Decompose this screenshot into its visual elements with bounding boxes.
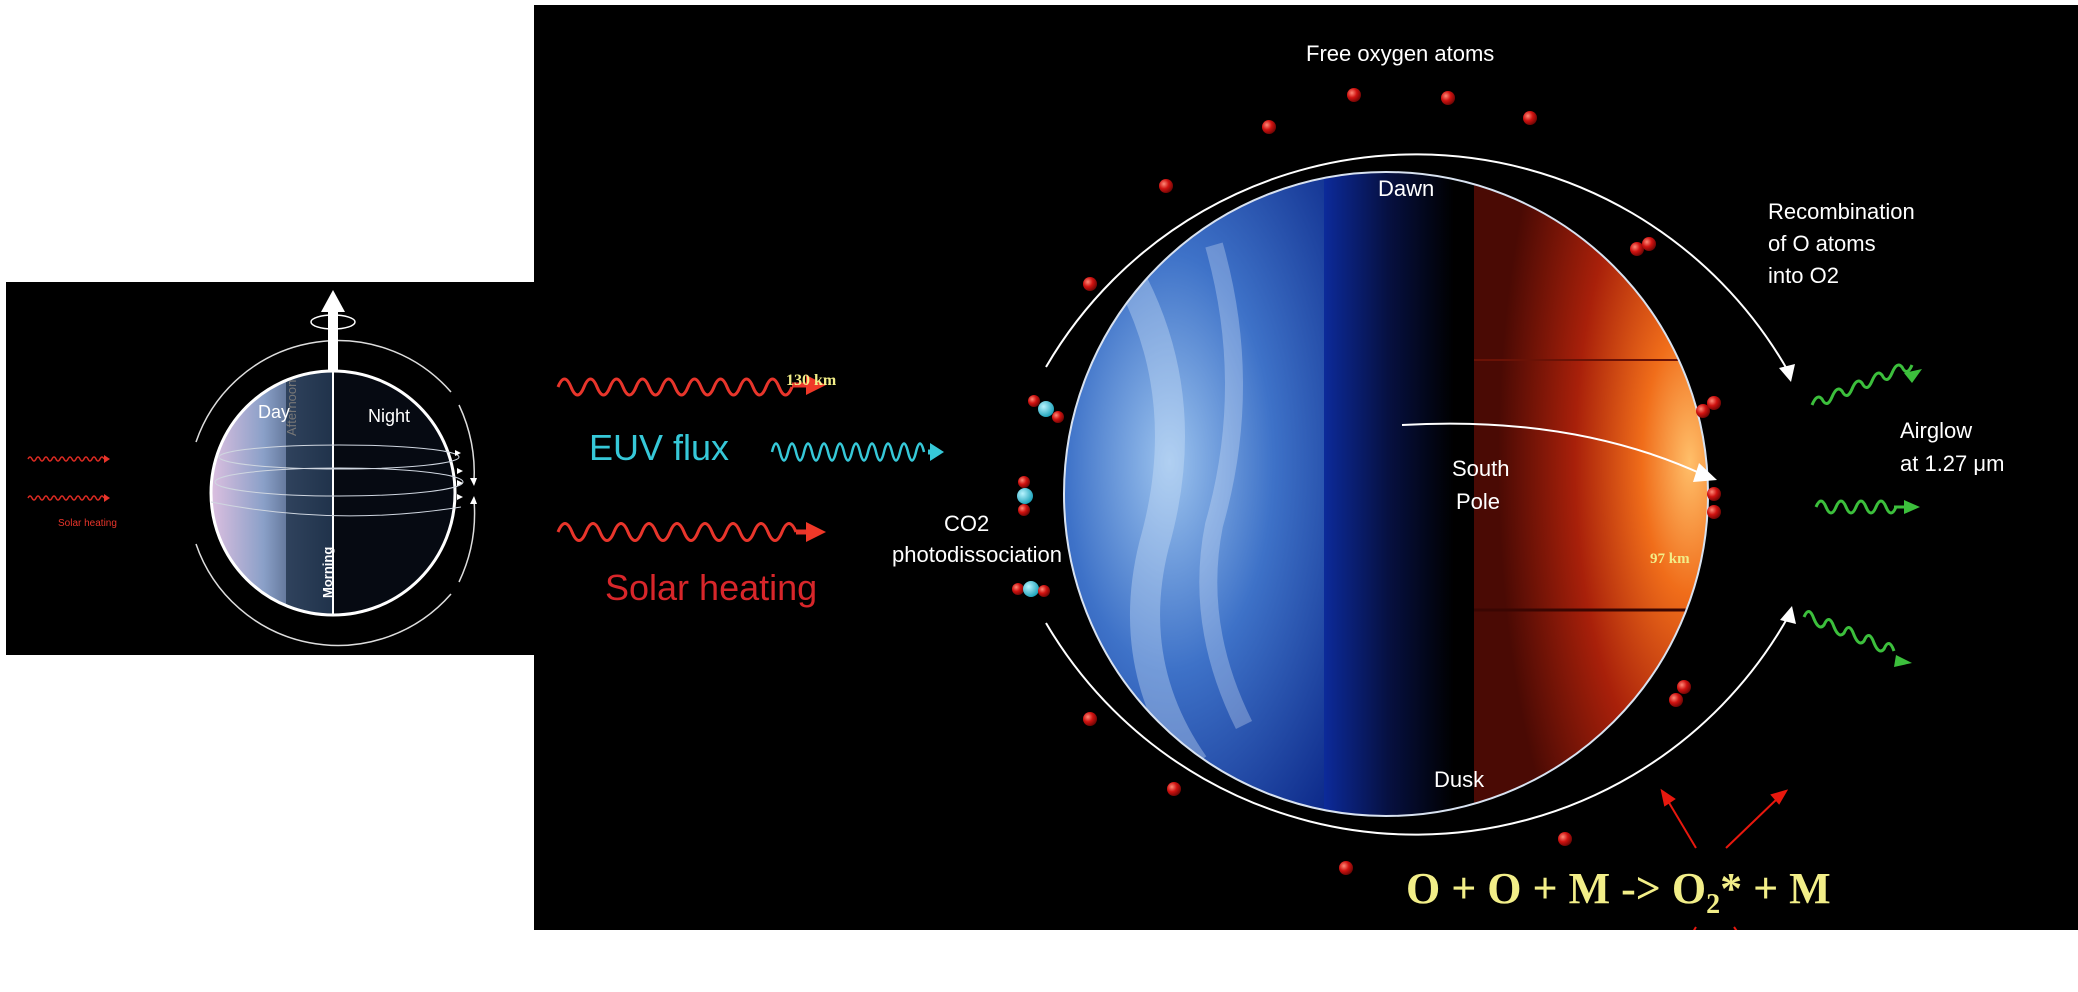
airglow-wave-1 — [1810, 363, 1914, 406]
airglow-diagram — [556, 88, 1922, 930]
rotation-axis — [328, 310, 338, 372]
airglow-wave-2 — [1814, 499, 1898, 515]
dawn-label: Dawn — [1378, 176, 1435, 201]
left-wave-2 — [27, 495, 105, 501]
left-wave-1 — [27, 456, 105, 462]
left-solar-heating-label: Solar heating — [58, 518, 117, 529]
red-wave-bottom — [556, 522, 798, 542]
photodissociation-label: photodissociation — [892, 542, 1063, 567]
pole-label: Pole — [1456, 489, 1501, 514]
altitude-130km-label: 130 km — [786, 372, 837, 389]
venus-planet — [1064, 172, 1708, 816]
solar-heating-label: Solar heating — [605, 567, 818, 608]
euv-wave — [770, 442, 926, 462]
oxygen-atoms — [1083, 88, 1721, 875]
superrotation-panel: Day Night Afternoon Morning Solar heatin… — [6, 282, 538, 655]
orbit-arc-top — [1045, 153, 1789, 372]
equation-subscript: 2 — [1706, 888, 1721, 920]
equation-right: * + M — [1720, 864, 1831, 913]
orbit-arc-bottom — [1045, 616, 1789, 836]
superrotation-diagram — [27, 290, 477, 647]
free-oxygen-label: Free oxygen atoms — [1306, 41, 1495, 66]
recombination-line-3: into O2 — [1768, 263, 1839, 288]
rotation-arrow — [1401, 422, 1705, 476]
recombination-line-2: of O atoms — [1768, 231, 1876, 256]
altitude-97km-label: 97 km — [1650, 551, 1690, 567]
night-label: Night — [368, 406, 411, 426]
co2-label: CO2 — [944, 511, 990, 536]
reaction-arrows — [1660, 788, 1789, 930]
euv-flux-label: EUV flux — [589, 427, 730, 468]
co2-molecules — [1012, 395, 1064, 597]
airglow-line-1: Airglow — [1900, 418, 1973, 443]
afternoon-label: Afternoon — [284, 379, 299, 436]
day-label: Day — [258, 402, 291, 422]
airglow-wave-3 — [1802, 610, 1896, 653]
reaction-equation: O + O + M -> O2* + M — [1406, 863, 1831, 921]
equation-left: O + O + M -> O — [1406, 864, 1707, 913]
south-label: South — [1452, 456, 1510, 481]
airglow-panel: 130 km EUV flux Solar heating CO2 photod… — [534, 5, 2078, 930]
airglow-line-2: at 1.27 μm — [1900, 451, 2005, 476]
red-wave-top — [556, 377, 794, 397]
recombination-line-1: Recombination — [1768, 199, 1915, 224]
dusk-label: Dusk — [1434, 767, 1485, 792]
morning-label: Morning — [320, 546, 335, 598]
